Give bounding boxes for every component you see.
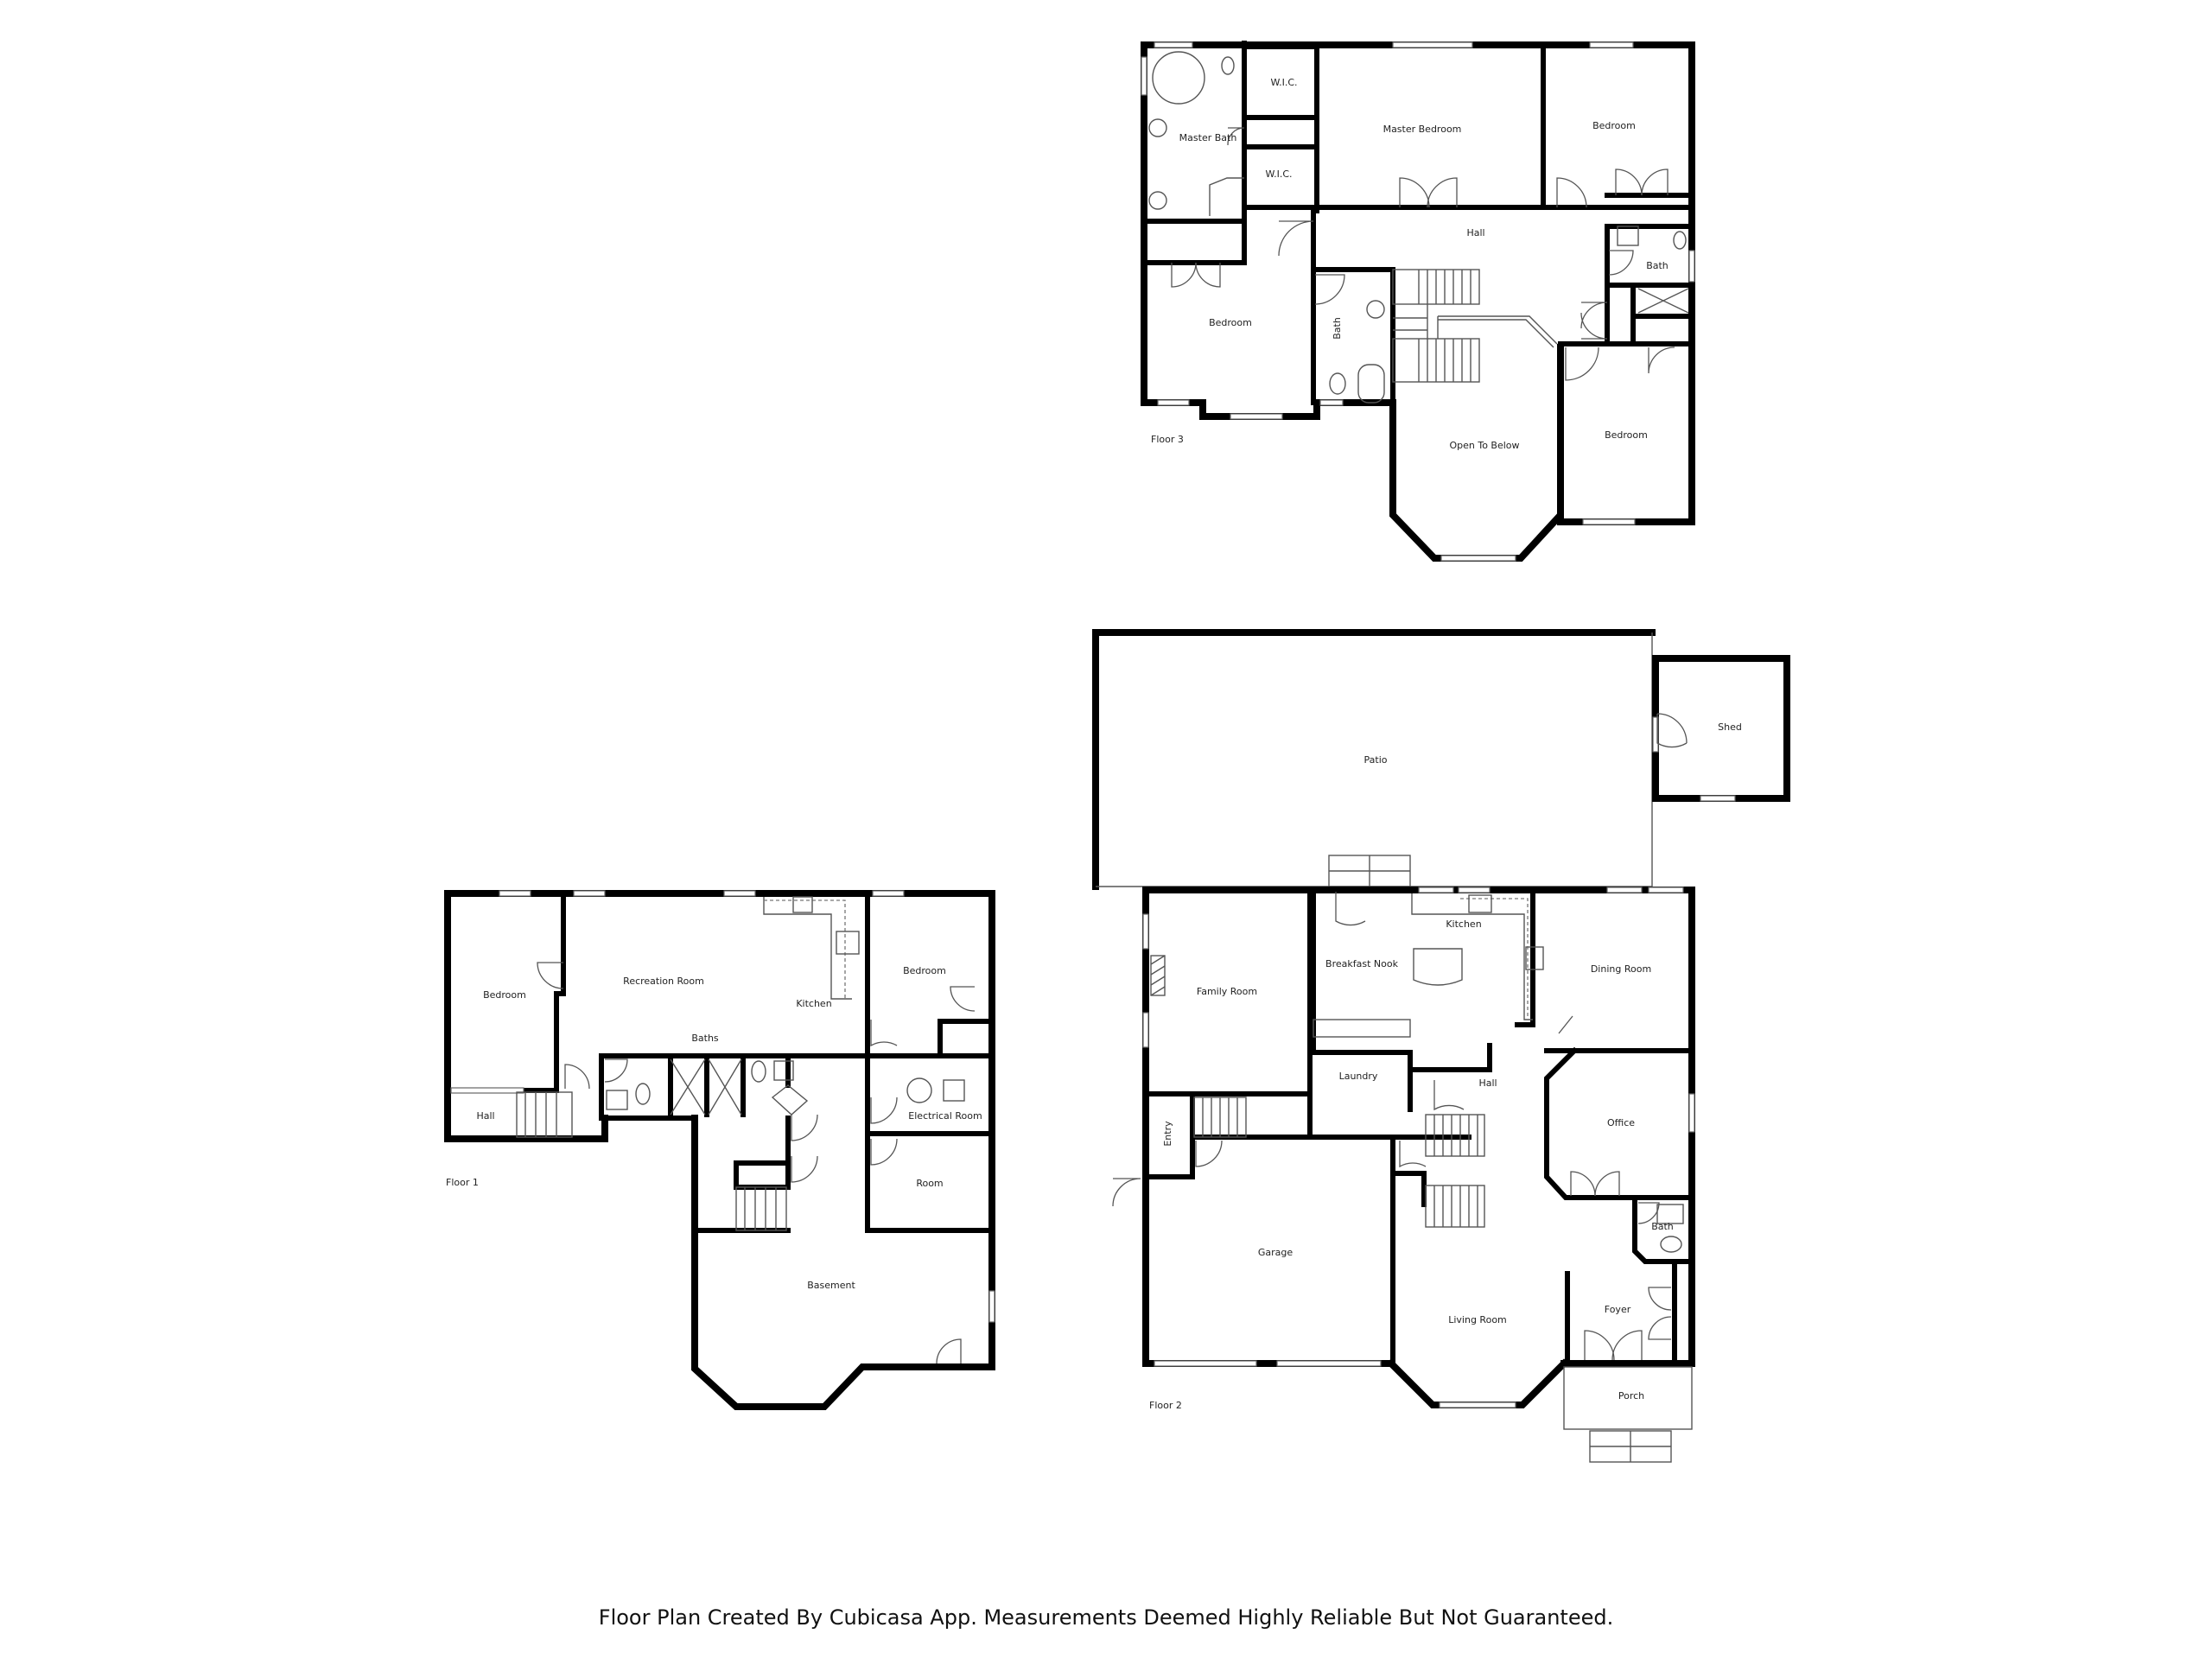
room-label-bath-east: Bath: [1646, 260, 1669, 271]
room-label-basement: Basement: [807, 1280, 855, 1291]
room-label-recreation-room: Recreation Room: [623, 976, 704, 987]
room-label-entry: Entry: [1162, 1121, 1173, 1147]
room-label-room: Room: [916, 1178, 943, 1189]
room-label-kitchen: Kitchen: [796, 998, 831, 1009]
room-label-laundry: Laundry: [1339, 1071, 1378, 1082]
room-label-office: Office: [1607, 1117, 1635, 1128]
room-label-kitchen: Kitchen: [1446, 918, 1481, 930]
floor-3-plan: Master Bath W.I.C. W.I.C. Master Bedroom…: [1141, 41, 1695, 562]
disclaimer-footer: Floor Plan Created By Cubicasa App. Meas…: [598, 1605, 1614, 1630]
room-label-dining-room: Dining Room: [1591, 963, 1651, 975]
floor-2-label: Floor 2: [1149, 1400, 1182, 1411]
room-label-living-room: Living Room: [1448, 1314, 1507, 1325]
floor-1-label: Floor 1: [446, 1177, 479, 1188]
floor-3-label: Floor 3: [1151, 434, 1184, 445]
room-label-family-room: Family Room: [1197, 986, 1257, 997]
floor-1-plan: Bedroom Recreation Room Kitchen Bedroom …: [444, 890, 995, 1410]
room-label-master-bath: Master Bath: [1179, 132, 1237, 143]
room-label-baths: Baths: [691, 1033, 719, 1044]
room-label-garage: Garage: [1258, 1247, 1294, 1258]
room-label-wic-top: W.I.C.: [1270, 77, 1297, 88]
room-label-shed: Shed: [1718, 721, 1742, 733]
floor-2-plan: Patio Shed Family Room Breakfast Nook Ki…: [1092, 629, 1790, 1463]
room-label-hall: Hall: [1478, 1077, 1497, 1089]
room-label-bath: Bath: [1651, 1221, 1674, 1232]
room-label-bedroom-west: Bedroom: [1209, 317, 1252, 328]
room-label-bedroom-west: Bedroom: [483, 989, 526, 1001]
room-label-porch: Porch: [1618, 1390, 1644, 1402]
room-label-bedroom-se: Bedroom: [1605, 429, 1648, 441]
room-label-bedroom-ne: Bedroom: [1592, 120, 1636, 131]
room-label-bath-center: Bath: [1332, 317, 1343, 340]
room-label-hall: Hall: [1466, 227, 1484, 238]
room-label-hall: Hall: [476, 1110, 494, 1122]
room-label-master-bedroom: Master Bedroom: [1383, 124, 1462, 135]
room-label-foyer: Foyer: [1605, 1304, 1631, 1315]
room-label-breakfast-nook: Breakfast Nook: [1325, 958, 1399, 969]
room-label-open-to-below: Open To Below: [1449, 440, 1519, 451]
room-label-electrical-room: Electrical Room: [908, 1110, 982, 1122]
room-label-wic-bottom: W.I.C.: [1265, 168, 1292, 180]
room-label-patio: Patio: [1364, 754, 1388, 766]
room-label-bedroom-east: Bedroom: [903, 965, 946, 976]
